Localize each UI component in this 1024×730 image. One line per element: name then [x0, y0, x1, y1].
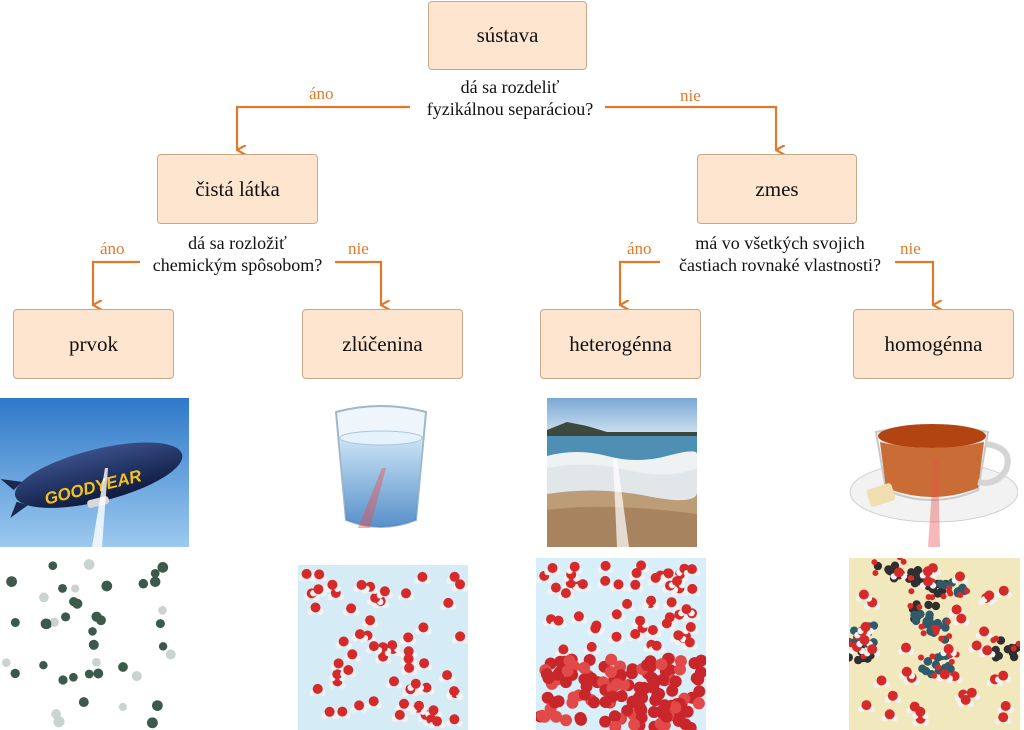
molecules-homogeneous: [849, 558, 1020, 730]
label-ano-mixture: áno: [627, 239, 652, 258]
photo-tea-cup: [846, 398, 1018, 547]
question-chemical-decomposition: dá sa rozložiť chemickým spôsobom?: [135, 232, 340, 276]
arrow-pure-to-element: [91, 260, 140, 305]
node-sustava: sústava: [428, 1, 587, 70]
node-prvok: prvok: [13, 309, 174, 379]
photo-blimp: GOODYEAR: [0, 398, 189, 547]
question-uniform-properties: má vo všetkých svojich častiach rovnaké …: [660, 232, 900, 276]
label-nie-root: nie: [680, 86, 701, 105]
arrow-pure-to-compound: [335, 260, 381, 305]
question-physical-separation: dá sa rozdeliť fyzikálnou separáciou?: [405, 76, 615, 120]
arrow-mixture-to-heterogeneous: [618, 260, 660, 305]
photo-beach: [547, 398, 697, 547]
label-ano-pure: áno: [100, 239, 125, 258]
question-uniform-line-1: má vo všetkých svojich: [695, 233, 865, 253]
question-uniform-line-2: častiach rovnaké vlastnosti?: [679, 255, 881, 275]
label-nie-pure: nie: [348, 239, 369, 258]
node-homogenna: homogénna: [853, 309, 1014, 379]
node-cista-latka: čistá látka: [157, 154, 318, 224]
node-zlucenina: zlúčenina: [302, 309, 463, 379]
node-heterogenna: heterogénna: [540, 309, 701, 379]
molecules-element: [0, 558, 182, 730]
question-chemical-line-2: chemickým spôsobom?: [152, 255, 323, 275]
arrow-root-to-mixture: [605, 105, 776, 150]
arrow-root-to-pure: [235, 105, 410, 150]
photo-glass-water: [330, 398, 432, 536]
connector-arrows: [91, 105, 1024, 390]
molecules-heterogeneous: [536, 558, 706, 730]
question-chemical-line-1: dá sa rozložiť: [188, 233, 287, 253]
question-physical-line-1: dá sa rozdeliť: [460, 77, 560, 97]
arrow-mixture-to-homogeneous: [895, 260, 933, 305]
node-zmes: zmes: [697, 154, 857, 224]
label-ano-root: áno: [309, 84, 334, 103]
question-physical-line-2: fyzikálnou separáciou?: [426, 99, 594, 119]
label-nie-mixture: nie: [900, 239, 921, 258]
molecules-compound: [298, 565, 468, 730]
